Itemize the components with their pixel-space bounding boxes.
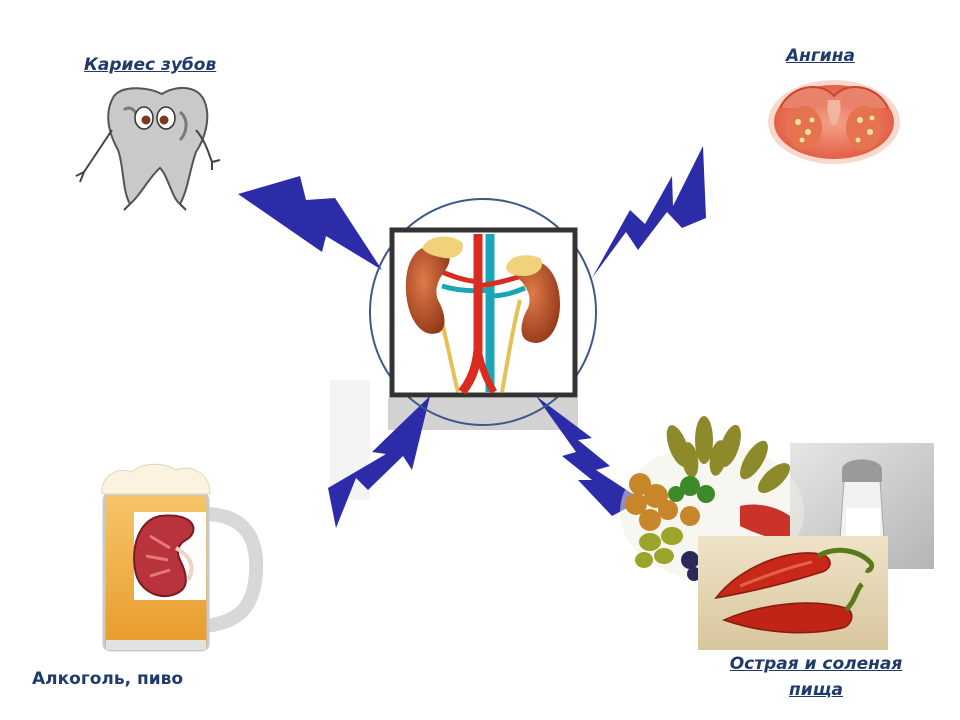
chili-pepper-icon: [698, 536, 888, 650]
cartoon-tooth-icon: [75, 87, 221, 211]
inflamed-throat-icon: [768, 80, 900, 164]
kidneys-center: [369, 198, 597, 426]
lightning-bolts: [238, 146, 706, 528]
label-tooth-caries: Кариес зубов: [84, 55, 217, 75]
kidneys-anatomy-icon: [405, 234, 560, 395]
lightning-bolt-caries: [238, 176, 382, 270]
beer-mug-icon: [101, 463, 264, 652]
lightning-bolt-angina: [592, 146, 706, 278]
center-circle: [369, 198, 597, 426]
label-spicy-salty-food: Острая и соленая пища: [716, 651, 916, 703]
label-angina: Ангина: [786, 46, 855, 66]
label-food-line2: пища: [789, 680, 843, 700]
label-alcohol-beer: Алкоголь, пиво: [32, 669, 184, 689]
lightning-bolt-alcohol: [328, 396, 430, 528]
label-food-line1: Острая и соленая: [729, 654, 903, 674]
lightning-bolt-food: [536, 396, 642, 516]
